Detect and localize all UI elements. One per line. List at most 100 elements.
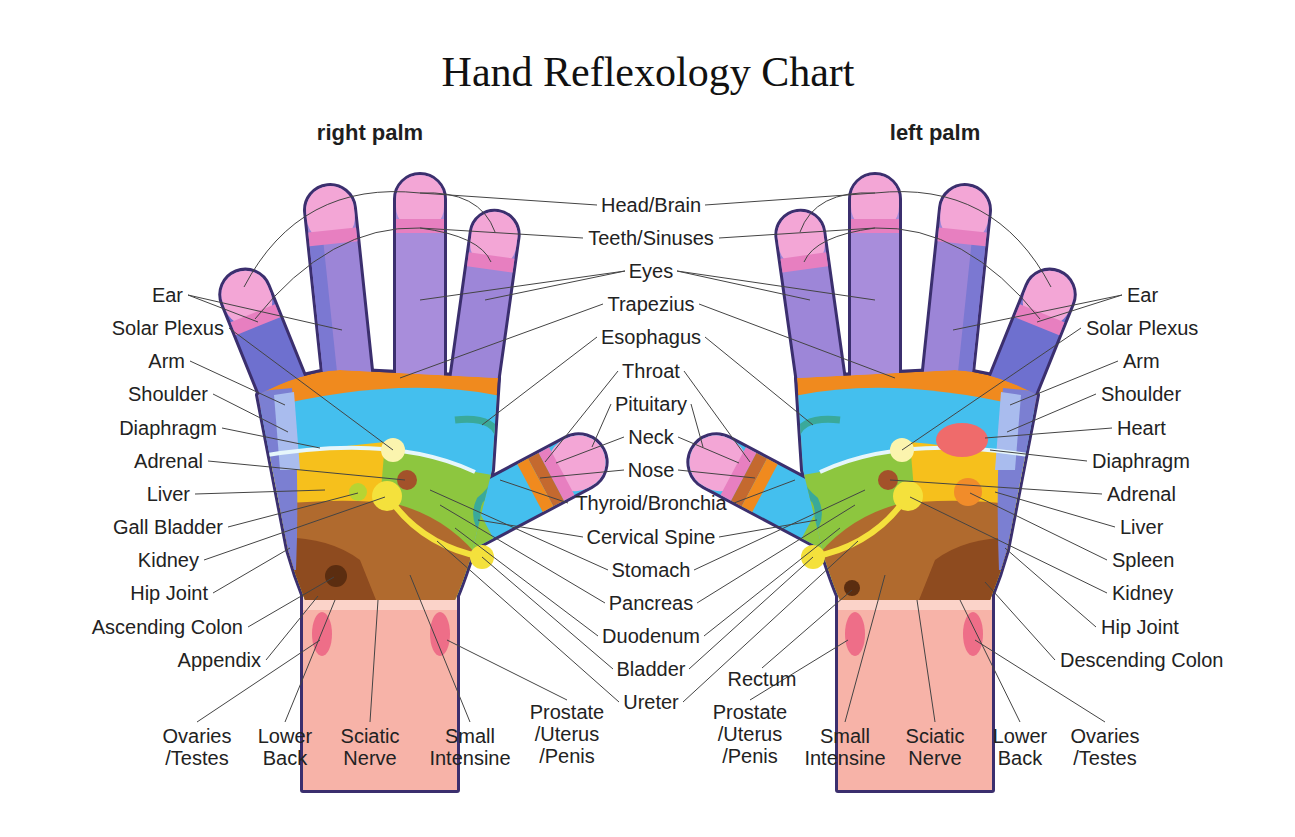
organ-label: Pituitary	[615, 393, 687, 415]
organ-label: Solar Plexus	[1086, 317, 1198, 339]
leader-line	[482, 337, 597, 425]
palm-label: left palm	[890, 120, 980, 146]
leader-line	[917, 600, 935, 722]
ureter-line	[813, 495, 908, 557]
leader-line	[697, 505, 855, 603]
leader-line	[228, 493, 358, 527]
leader-line	[1007, 394, 1096, 432]
leader-line	[689, 557, 813, 669]
reflex-spot	[893, 481, 923, 511]
organ-label: Kidney	[138, 549, 199, 571]
leader-line	[400, 304, 603, 378]
leader-line	[677, 271, 875, 300]
leader-line	[845, 575, 885, 722]
organ-label: Esophagus	[601, 326, 701, 348]
organ-label: Adrenal	[1107, 483, 1176, 505]
leader-line	[420, 193, 597, 205]
left-hand	[680, 175, 1081, 790]
reflex-spot	[936, 423, 988, 457]
leader-line	[970, 493, 1107, 560]
leader-line	[545, 371, 618, 462]
organ-label: Ovaries /Testes	[157, 725, 237, 769]
organ-label: Hip Joint	[130, 582, 208, 604]
leader-line	[420, 228, 491, 262]
leader-line	[540, 470, 624, 478]
organ-label: Sciatic Nerve	[334, 725, 406, 769]
leader-line	[1005, 548, 1096, 627]
leader-line	[248, 577, 334, 627]
leader-line	[705, 337, 813, 425]
leader-line	[995, 492, 1115, 527]
organ-label: Hip Joint	[1101, 616, 1179, 638]
organ-label: Arm	[1123, 350, 1160, 372]
leader-line	[910, 497, 1107, 593]
organ-label: Arm	[148, 350, 185, 372]
organ-label: Liver	[1120, 516, 1163, 538]
leader-line	[204, 497, 385, 560]
reflex-spot	[954, 478, 982, 506]
organ-label: Thyroid/Bronchia	[575, 492, 726, 514]
leader-line	[960, 600, 1020, 722]
organ-label: Solar Plexus	[112, 317, 224, 339]
organ-label: Adrenal	[134, 450, 203, 472]
ureter-line	[387, 495, 482, 557]
organ-label: Diaphragm	[1092, 450, 1190, 472]
organ-label: Diaphragm	[119, 417, 217, 439]
organ-label: Small Intensine	[800, 725, 890, 769]
organ-label: Lower Back	[254, 725, 316, 769]
organ-label: Stomach	[612, 559, 691, 581]
leader-line	[420, 271, 625, 300]
organ-label: Nose	[628, 459, 675, 481]
organ-label: Shoulder	[128, 383, 208, 405]
leader-line	[478, 520, 583, 537]
reflex-spot	[844, 580, 860, 596]
leader-line	[678, 470, 755, 478]
leader-line	[875, 228, 1040, 319]
organ-label: Shoulder	[1101, 383, 1181, 405]
organ-label: Descending Colon	[1060, 649, 1223, 671]
leader-line	[719, 228, 875, 238]
leader-line	[684, 371, 750, 462]
leader-line	[285, 600, 335, 722]
organ-label: Ear	[1127, 284, 1158, 306]
organ-label: Head/Brain	[601, 194, 701, 216]
leader-lines	[188, 192, 1122, 722]
organ-label: Liver	[147, 483, 190, 505]
leader-line	[244, 192, 420, 287]
organ-label: Bladder	[617, 658, 686, 680]
reflex-spot	[349, 483, 367, 501]
chart-title: Hand Reflexology Chart	[442, 47, 855, 97]
leader-line	[990, 450, 1087, 461]
leader-line	[902, 328, 1081, 450]
leader-line	[500, 480, 568, 503]
organ-label: Teeth/Sinuses	[588, 227, 714, 249]
leader-line	[195, 490, 325, 494]
right-hand	[214, 175, 615, 790]
leader-line	[683, 541, 858, 702]
leader-line	[699, 304, 895, 378]
organ-label: Kidney	[1112, 582, 1173, 604]
leader-line	[985, 428, 1112, 438]
leader-line	[370, 600, 378, 722]
organ-label: Cervical Spine	[587, 526, 716, 548]
leader-line	[229, 328, 393, 450]
leader-line	[719, 520, 817, 537]
leader-line	[800, 193, 875, 232]
organ-spots	[325, 423, 988, 596]
leader-line	[213, 394, 288, 432]
organ-label: Ascending Colon	[92, 616, 243, 638]
leader-line	[208, 461, 405, 480]
leader-line	[691, 404, 703, 447]
organ-label: Gall Bladder	[113, 516, 223, 538]
organ-label: Duodenum	[602, 625, 700, 647]
organ-label: Sciatic Nerve	[899, 725, 971, 769]
organ-label: Eyes	[629, 260, 673, 282]
leader-line	[447, 640, 567, 700]
leader-line	[420, 193, 495, 232]
palm-label: right palm	[317, 120, 423, 146]
leader-line	[255, 228, 420, 319]
leader-line	[985, 582, 1055, 660]
organ-label: Rectum	[728, 668, 797, 690]
organ-label: Prostate /Uterus /Penis	[522, 701, 612, 767]
leader-line	[410, 575, 470, 722]
